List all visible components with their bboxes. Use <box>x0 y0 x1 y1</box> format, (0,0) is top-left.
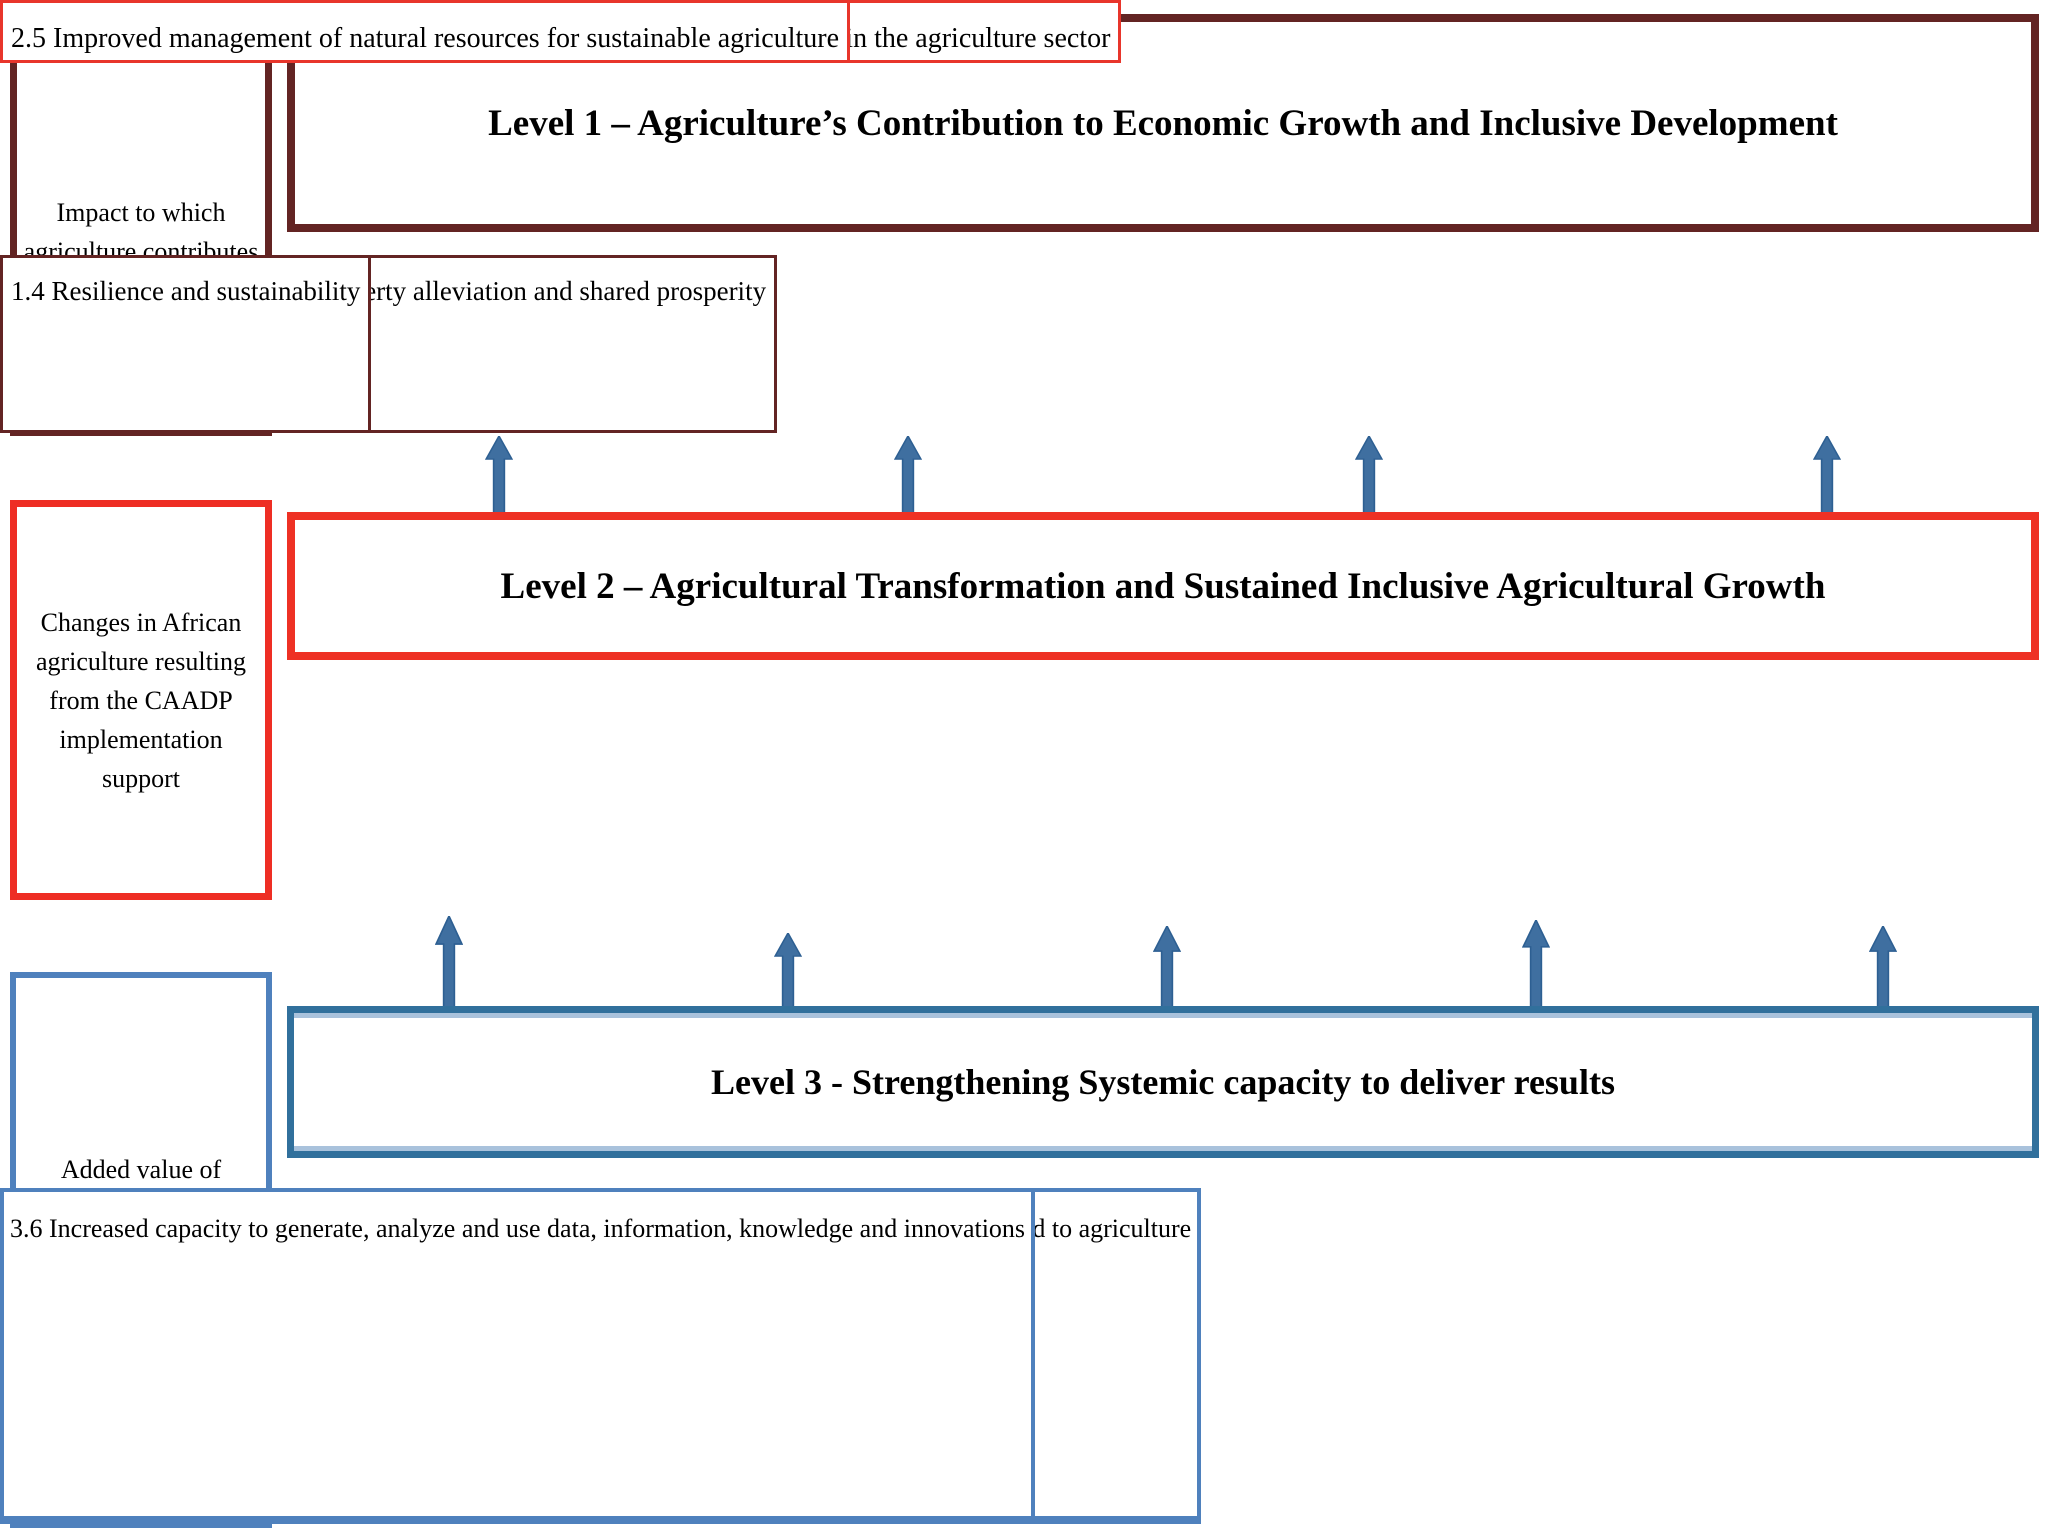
up-arrow-icon <box>1153 926 1181 1013</box>
sidebar-note-changes: Changes in African agriculture resulting… <box>10 500 272 900</box>
up-arrow-icon <box>435 916 463 1013</box>
up-arrow-icon <box>485 436 513 516</box>
up-arrow-icon <box>774 933 802 1013</box>
up-arrow-icon <box>1355 436 1383 516</box>
up-arrow-icon <box>1813 436 1841 516</box>
level3-header: Level 3 - Strengthening Systemic capacit… <box>287 1006 2039 1158</box>
level1-box-resilience: 1.4 Resilience and sustainability <box>0 255 372 433</box>
level2-box-natural-resources: 2.5 Improved management of natural resou… <box>0 0 851 64</box>
level3-box-data-knowledge: 3.6 Increased capacity to generate, anal… <box>0 1188 1036 1524</box>
up-arrow-icon <box>1869 926 1897 1013</box>
up-arrow-icon <box>1522 920 1550 1013</box>
up-arrow-icon <box>894 436 922 516</box>
level2-header: Level 2 – Agricultural Transformation an… <box>287 512 2039 660</box>
